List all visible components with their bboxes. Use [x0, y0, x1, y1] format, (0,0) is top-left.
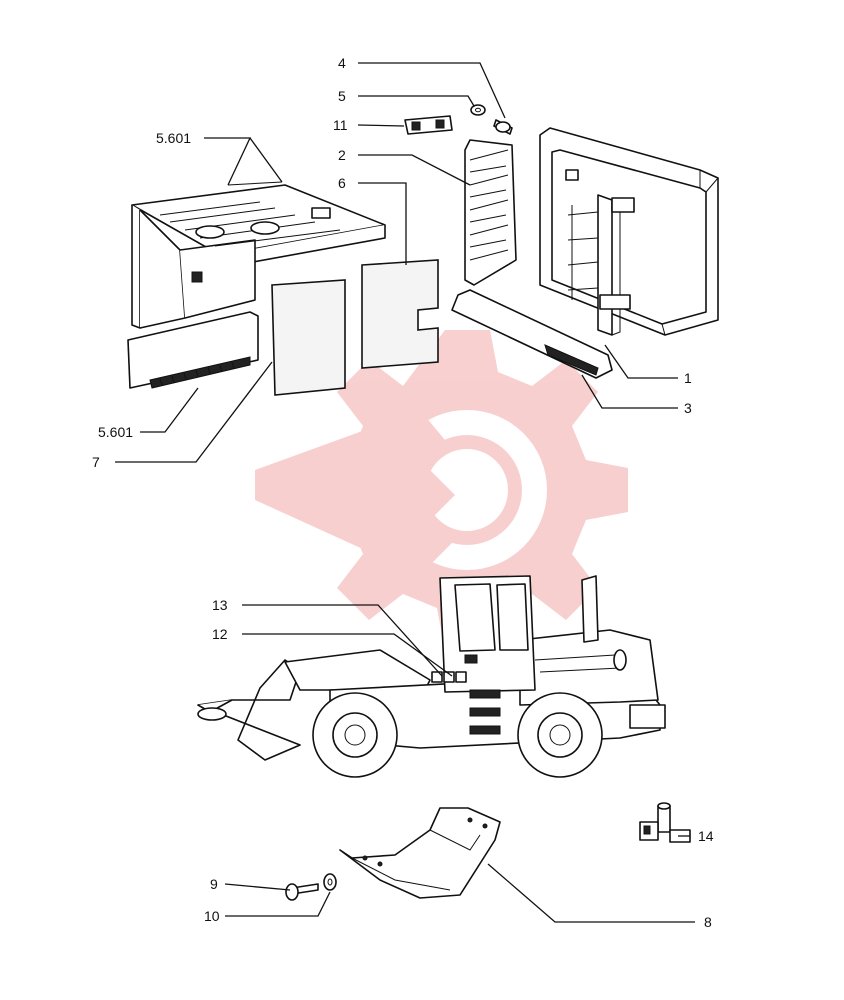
callout-7: 7	[92, 454, 100, 470]
part-9-bolt	[285, 883, 319, 901]
callout-3: 3	[684, 400, 692, 416]
part-4-bolt	[493, 119, 513, 135]
part-2-louver	[464, 139, 517, 286]
part-7-foam	[271, 279, 346, 396]
callout-1: 1	[684, 370, 692, 386]
part-14-clamp	[639, 802, 691, 843]
part-10-washer	[323, 873, 337, 891]
part-1-bracket	[565, 169, 635, 336]
callout-14: 14	[698, 828, 714, 844]
callout-10: 10	[204, 908, 220, 924]
part-11-clip	[404, 115, 453, 135]
part-5601-strip	[127, 311, 259, 389]
callout-5601-bottom: 5.601	[98, 424, 133, 440]
watermark-gear-shape	[307, 330, 628, 650]
wheel-loader	[197, 575, 666, 778]
callout-9: 9	[210, 876, 218, 892]
watermark-gear-icon	[255, 330, 628, 650]
part-6-foam	[361, 259, 439, 369]
part-3-panel	[451, 289, 613, 379]
callout-6: 6	[338, 175, 346, 191]
callout-5: 5	[338, 88, 346, 104]
callout-5601-top: 5.601	[156, 130, 191, 146]
callout-4: 4	[338, 55, 346, 71]
watermark-inner-ring	[412, 435, 522, 545]
callout-13: 13	[212, 597, 228, 613]
part-5-washer	[470, 104, 486, 116]
callout-8: 8	[704, 914, 712, 930]
part-1-housing	[539, 127, 719, 336]
callout-2: 2	[338, 147, 346, 163]
part-8-guard	[339, 807, 501, 899]
callout-12: 12	[212, 626, 228, 642]
callout-labels: 4 5 11 2 6 5.601 5.601 7 1 3 13 12 14 9 …	[92, 55, 714, 930]
callout-11: 11	[333, 117, 348, 133]
watermark-wrench-shape	[255, 410, 455, 575]
leader-lines	[115, 62, 695, 923]
part-5601-cover	[131, 181, 386, 329]
